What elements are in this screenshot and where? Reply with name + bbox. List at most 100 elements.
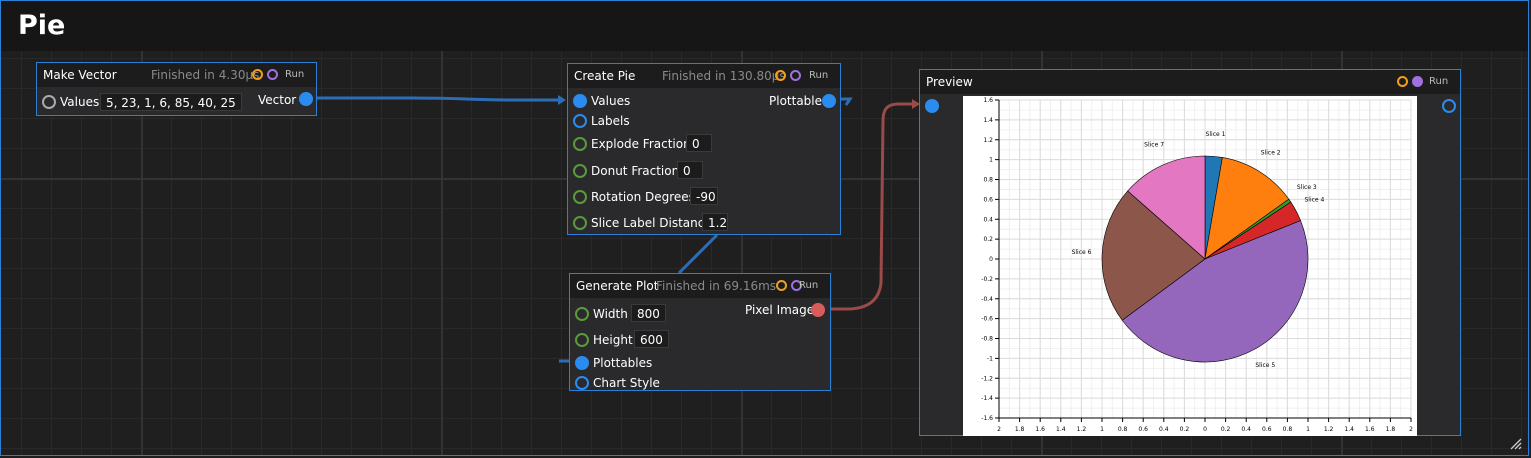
- donut-fraction-port[interactable]: [573, 164, 587, 178]
- slice-label: Slice 7: [1144, 141, 1164, 148]
- rotation-degrees-label: Rotation Degrees: [591, 190, 695, 204]
- donut-fraction-field[interactable]: 0: [677, 161, 703, 179]
- wire-image-to-preview[interactable]: [827, 102, 912, 311]
- status-ring-orange-icon: [776, 280, 787, 291]
- x-tick-label: 0.4: [1159, 426, 1169, 433]
- resize-grip-icon[interactable]: [1510, 438, 1522, 450]
- slice-label: Slice 1: [1206, 131, 1226, 138]
- slice-label-distance-label: Slice Label Distance: [591, 216, 712, 230]
- status-ring-orange-icon: [775, 70, 786, 81]
- make-vector-header[interactable]: Make Vector Finished in 4.30µs Run: [37, 63, 316, 87]
- status-ring-purple-icon: [1412, 76, 1423, 87]
- slice-label-distance-field[interactable]: 1.2: [702, 213, 728, 231]
- y-tick-label: -0.4: [981, 296, 993, 303]
- height-field[interactable]: 600: [634, 330, 669, 348]
- wire-plottable-to-plottables[interactable]: [839, 97, 853, 106]
- y-tick-label: 0: [989, 256, 993, 263]
- chart-style-input-port[interactable]: [575, 376, 589, 390]
- status-text: Finished in 4.30µs: [151, 68, 260, 82]
- slice-label: Slice 5: [1255, 362, 1275, 369]
- slice-label-distance-port[interactable]: [573, 216, 587, 230]
- wire-arrow-preview: [912, 99, 920, 109]
- wire-plottables-in[interactable]: [677, 233, 719, 275]
- node-title: Create Pie: [574, 69, 636, 83]
- y-tick-label: 0.2: [983, 236, 993, 243]
- explode-fraction-label: Explode Fraction: [591, 137, 691, 151]
- x-tick-label: 0.8: [1283, 426, 1293, 433]
- image-input-port[interactable]: [925, 99, 939, 113]
- run-button[interactable]: Run: [1429, 76, 1449, 87]
- run-button[interactable]: Run: [285, 69, 305, 80]
- rotation-degrees-field[interactable]: -90: [690, 187, 718, 205]
- make-vector-node[interactable]: Make Vector Finished in 4.30µs Run Value…: [36, 62, 317, 116]
- x-tick-label: 1.6: [1035, 426, 1045, 433]
- x-tick-label: 0.6: [1262, 426, 1272, 433]
- x-tick-label: 1.4: [1056, 426, 1066, 433]
- status-ring-purple-icon: [267, 69, 278, 80]
- y-tick-label: -1.2: [981, 375, 993, 382]
- create-pie-node[interactable]: Create Pie Finished in 130.80µs Run Valu…: [567, 63, 841, 235]
- pixel-image-output-label: Pixel Image: [745, 303, 815, 317]
- slice-label: Slice 4: [1304, 196, 1324, 203]
- preview-output-port[interactable]: [1442, 99, 1456, 113]
- run-button[interactable]: Run: [799, 280, 819, 291]
- values-input-port[interactable]: [42, 95, 56, 109]
- chart-image: 2 1.8 1.6 1.4 1.2 1 0.8 0.6 0.4 0.2 0 0.2 0.4 0.6 0.8 1…: [963, 96, 1417, 436]
- run-button[interactable]: Run: [809, 70, 829, 81]
- y-tick-label: 0.4: [983, 216, 993, 223]
- pie-slice: [1204, 157, 1290, 260]
- height-input-port[interactable]: [575, 333, 589, 347]
- x-tick-label: 1.2: [1324, 426, 1334, 433]
- labels-input-port[interactable]: [573, 114, 587, 128]
- preview-header[interactable]: Preview Run: [920, 70, 1460, 94]
- x-tick-label: 1.6: [1365, 426, 1375, 433]
- plottable-output-port[interactable]: [822, 94, 836, 108]
- rotation-degrees-port[interactable]: [573, 190, 587, 204]
- vector-output-port[interactable]: [299, 92, 313, 106]
- page-title: Pie: [18, 10, 66, 41]
- status-text: Finished in 69.16ms: [656, 279, 777, 293]
- y-tick-label: 1: [989, 157, 993, 164]
- y-tick-label: -1.4: [981, 395, 993, 402]
- chart-style-label: Chart Style: [593, 376, 660, 390]
- explode-fraction-port[interactable]: [573, 137, 587, 151]
- x-tick-label: 0.2: [1180, 426, 1190, 433]
- width-field[interactable]: 800: [631, 304, 666, 322]
- width-input-port[interactable]: [575, 307, 589, 321]
- values-input-port[interactable]: [573, 94, 587, 108]
- x-tick-label: 1.8: [1386, 426, 1396, 433]
- y-tick-label: 0.6: [983, 196, 993, 203]
- y-tick-label: -1: [987, 355, 993, 362]
- y-tick-label: 1.4: [983, 117, 993, 124]
- vector-output-label: Vector: [258, 93, 297, 107]
- x-tick-label: 1.8: [1015, 426, 1025, 433]
- explode-fraction-field[interactable]: 0: [686, 134, 712, 152]
- node-title: Make Vector: [43, 68, 117, 82]
- values-field[interactable]: 5, 23, 1, 6, 85, 40, 25: [100, 93, 242, 111]
- x-tick-label: 2: [1409, 426, 1413, 433]
- generate-plot-header[interactable]: Generate Plot Finished in 69.16ms Run: [570, 274, 830, 298]
- plottables-input-port[interactable]: [575, 356, 589, 370]
- pie-slice: [1121, 220, 1309, 363]
- status-ring-orange-icon: [1397, 76, 1408, 87]
- x-tick-label: 0: [1203, 426, 1207, 433]
- wire-vector-to-values[interactable]: [312, 96, 558, 102]
- x-tick-label: 0.4: [1241, 426, 1251, 433]
- pixel-image-output-port[interactable]: [811, 303, 825, 317]
- x-tick-label: 1: [1100, 426, 1104, 433]
- title-bar: Pie: [1, 1, 1528, 51]
- slice-label: Slice 6: [1072, 249, 1092, 256]
- pie-slice: [1101, 190, 1206, 321]
- generate-plot-node[interactable]: Generate Plot Finished in 69.16ms Run Wi…: [569, 273, 831, 391]
- pie-slice: [1127, 155, 1206, 260]
- values-label: Values: [591, 94, 631, 108]
- height-label: Height: [593, 333, 633, 347]
- status-ring-purple-icon: [791, 280, 802, 291]
- status-ring-orange-icon: [252, 69, 263, 80]
- slice-label: Slice 3: [1297, 184, 1317, 191]
- create-pie-header[interactable]: Create Pie Finished in 130.80µs Run: [568, 64, 840, 88]
- width-label: Width: [593, 307, 628, 321]
- y-tick-label: 0.8: [983, 177, 993, 184]
- preview-node[interactable]: Preview Run 2 1.8 1.6 1.4 1.2 1 0.8 0.6 0.4 0.2 0 0…: [919, 69, 1461, 436]
